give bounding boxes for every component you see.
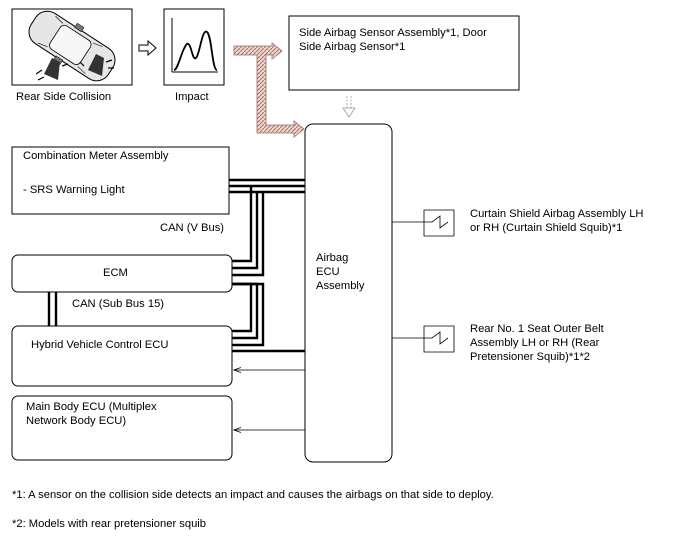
footnote-1: *1: A sensor on the collision side detec… [12, 489, 494, 501]
main-body-ecu-box [11, 395, 233, 461]
can-v-bus-line [229, 178, 305, 353]
airbag-ecu-label: Airbag ECU Assembly [316, 252, 365, 292]
sensor-to-ecu-arrow [342, 96, 356, 118]
can-v-bus-label: CAN (V Bus) [160, 222, 225, 234]
side-airbag-sensor-label: Side Airbag Sensor Assembly*1, Door Side… [299, 27, 487, 53]
rear-belt-squib [392, 325, 455, 353]
hv-control-ecu-label: Hybrid Vehicle Control ECU [31, 339, 169, 351]
airbag-ecu-box [304, 123, 393, 463]
main-body-ecu-label: Main Body ECU (Multiplex Network Body EC… [26, 401, 157, 427]
srs-warning-light-label: - SRS Warning Light [23, 184, 125, 196]
rear-pretensioner-label: Rear No. 1 Seat Outer Belt Assembly LH o… [470, 323, 604, 363]
collision-label: Rear Side Collision [16, 91, 111, 103]
combination-meter-title: Combination Meter Assembly [23, 150, 169, 162]
impact-signal-arrow [233, 42, 305, 138]
hv-control-ecu-box [11, 325, 233, 387]
can-sub-bus-label: CAN (Sub Bus 15) [72, 298, 165, 310]
side-airbag-sensor-box [288, 15, 520, 91]
footnote-2: *2: Models with rear pretensioner squib [12, 518, 207, 530]
combination-meter-box [11, 146, 230, 215]
can-sub-bus-line [47, 292, 58, 326]
flow-arrow-icon [138, 39, 157, 57]
curtain-airbag-label: Curtain Shield Airbag Assembly LH or RH … [470, 208, 644, 234]
curtain-squib [392, 209, 455, 237]
impact-graph [163, 8, 225, 86]
rear-side-collision-image [11, 8, 133, 86]
ecm-label: ECM [103, 267, 128, 279]
impact-label: Impact [175, 91, 209, 103]
ecm-box [11, 254, 233, 293]
